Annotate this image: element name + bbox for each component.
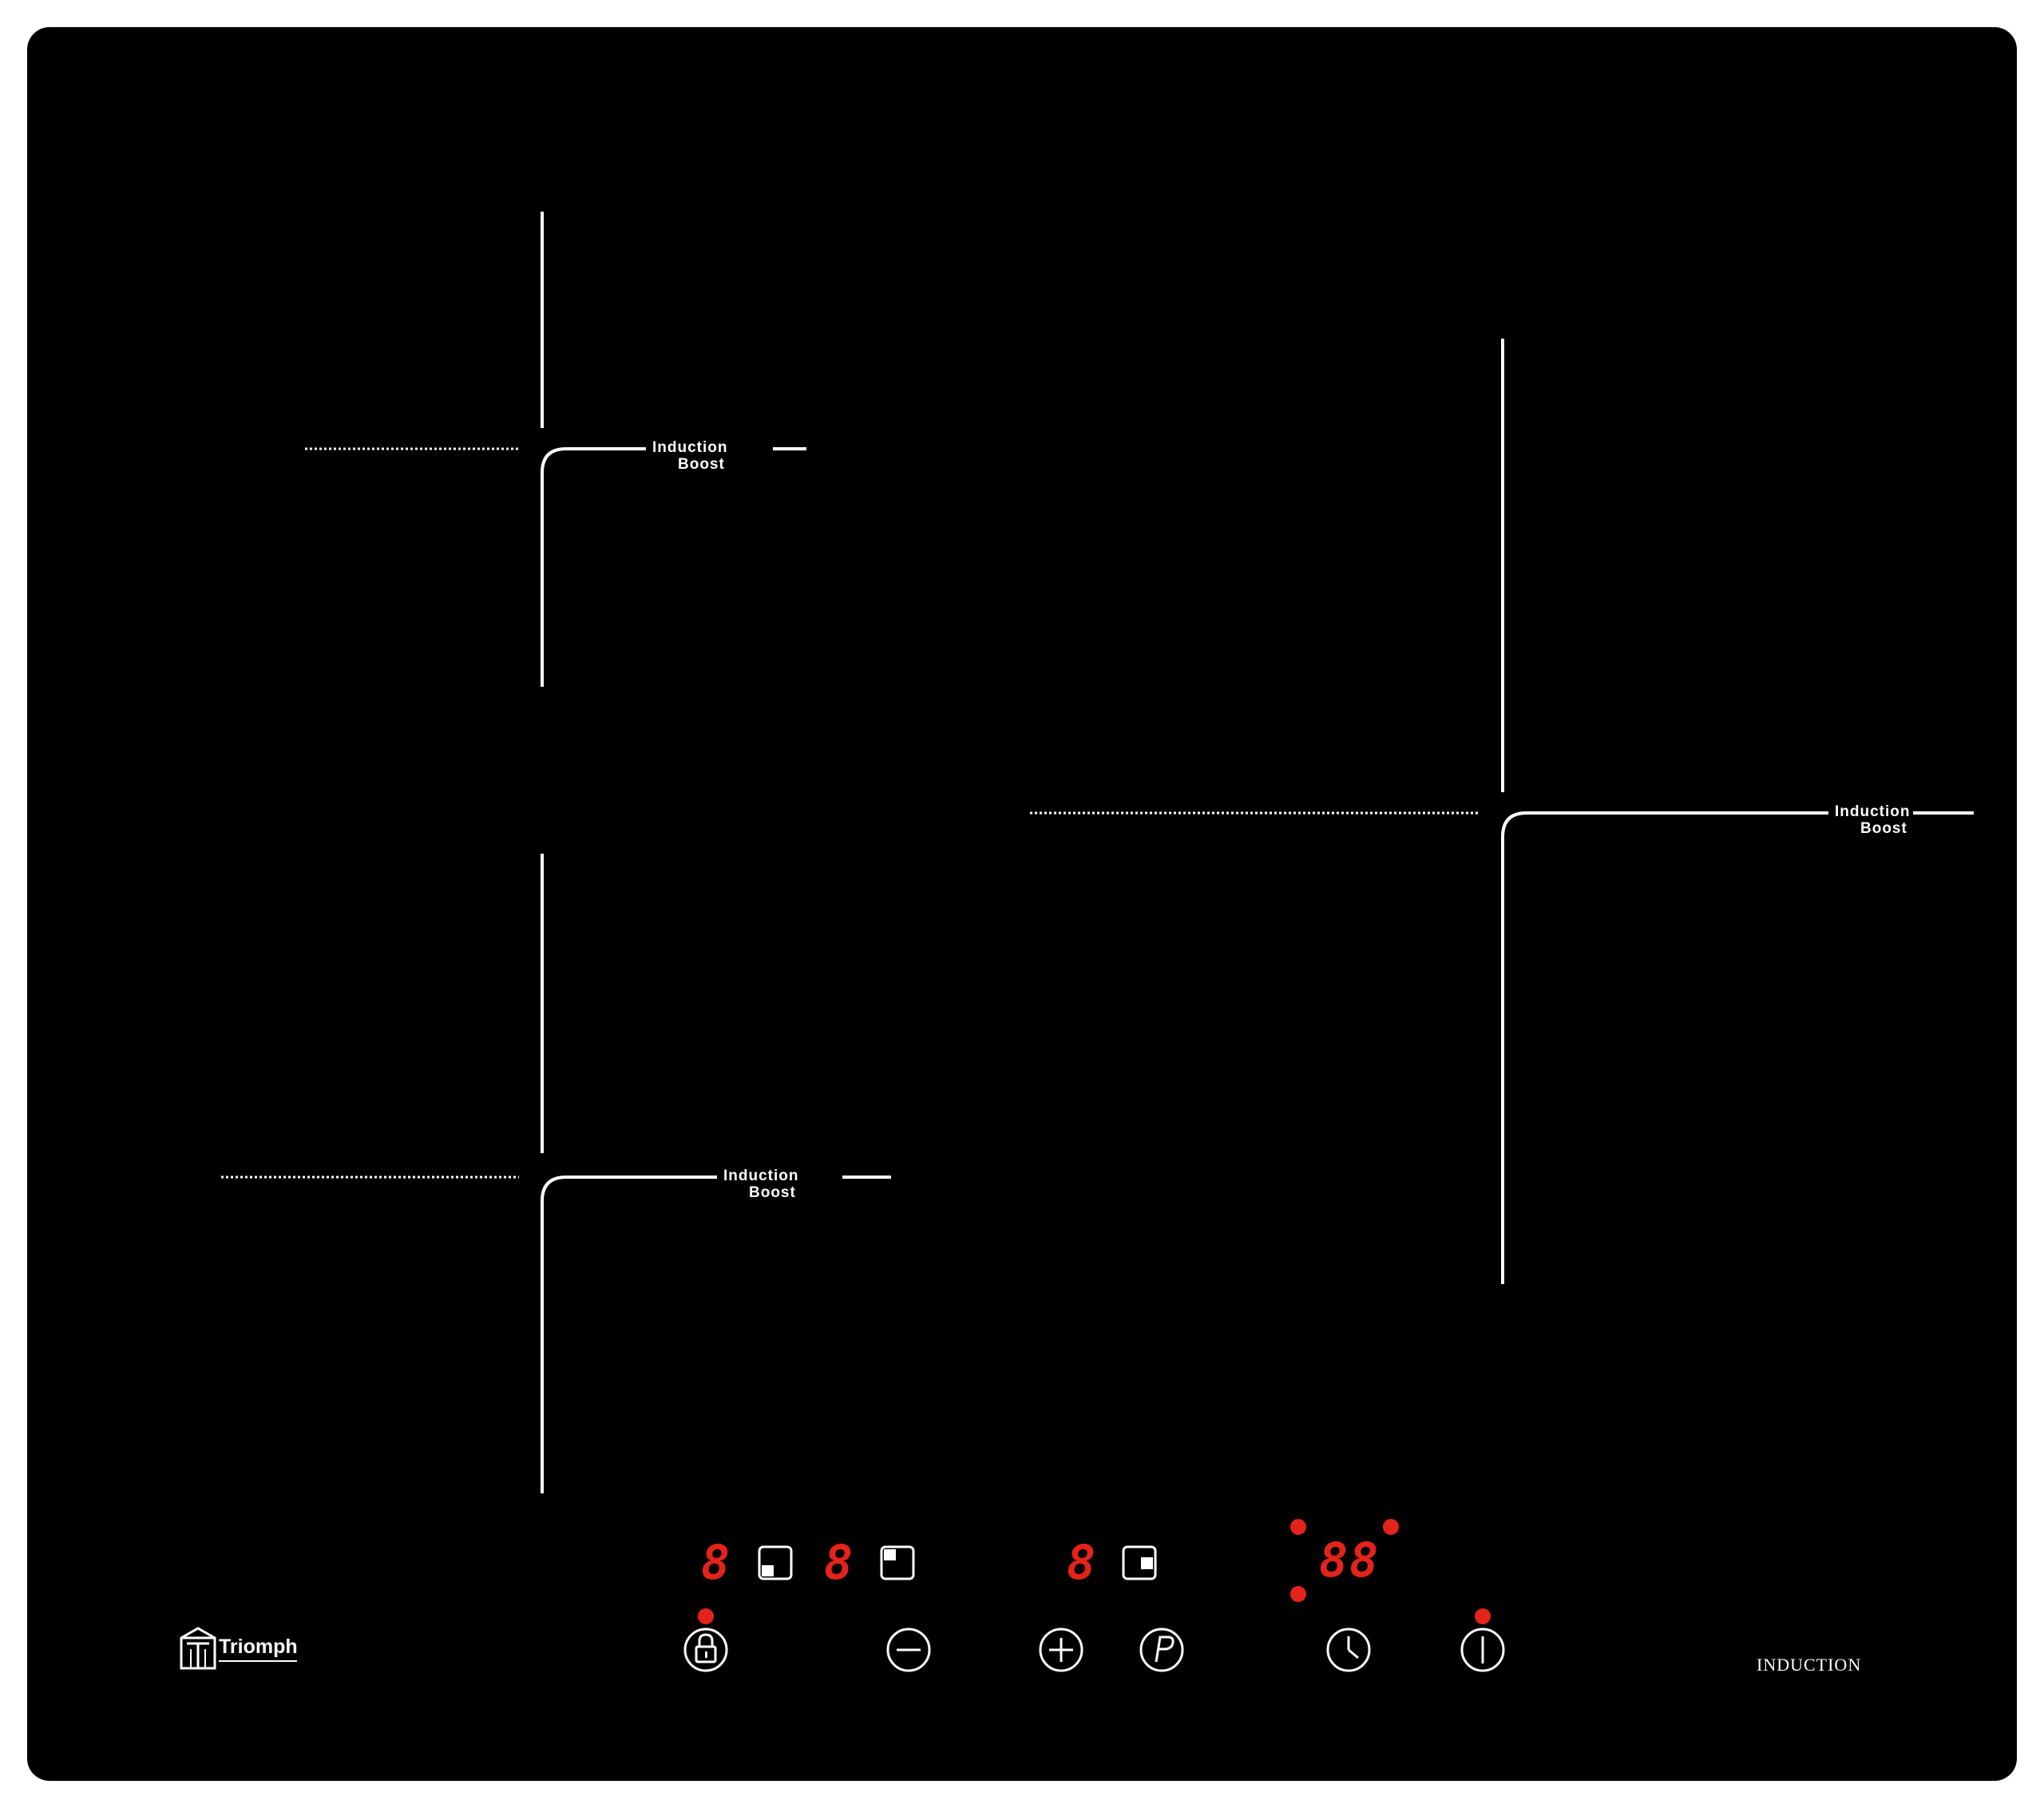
power-indicator-dot <box>1475 1608 1491 1624</box>
zone-front-left-corner <box>541 1176 717 1493</box>
plus-button[interactable] <box>1039 1628 1083 1672</box>
zone-front-left-label-line2: Boost <box>749 1184 796 1201</box>
cooktop-panel: Induction Boost Induction Boost Inductio… <box>27 27 2017 1781</box>
zone-right-label-line1: Induction <box>1835 803 1911 820</box>
clock-icon <box>1347 1636 1359 1659</box>
p-button[interactable] <box>1139 1628 1184 1672</box>
brand-name: Triomph <box>219 1636 298 1658</box>
p-icon <box>1155 1636 1175 1663</box>
zone-right-label-line2: Boost <box>1860 820 1907 837</box>
timer-indicator-dot <box>1290 1586 1306 1602</box>
zone-right-indicator-icon <box>1122 1545 1157 1580</box>
timer-indicator-dot <box>1290 1519 1306 1535</box>
zone-right-marking <box>1030 339 1974 1284</box>
timer-display: 88 <box>1319 1532 1380 1588</box>
zone-front-left-indicator-icon <box>758 1545 793 1580</box>
minus-button[interactable] <box>886 1628 931 1672</box>
zone-rear-left-label-line2: Boost <box>678 456 725 473</box>
zone-rear-left-label: Induction Boost <box>652 439 727 473</box>
zone-rear-left-marking <box>305 212 806 687</box>
zone-front-left-label-line1: Induction <box>723 1168 799 1184</box>
lock-button[interactable] <box>683 1628 728 1672</box>
zone-right-label: Induction Boost <box>1835 803 1910 837</box>
zone-front-left-label: Induction Boost <box>723 1168 798 1201</box>
zone-rear-left-indicator-icon <box>880 1545 915 1580</box>
timer-indicator-dot <box>1383 1519 1399 1535</box>
lock-indicator-dot <box>698 1608 714 1624</box>
power-button[interactable] <box>1460 1628 1505 1672</box>
triomph-logo-icon <box>180 1627 216 1670</box>
padlock-icon <box>695 1633 717 1663</box>
zone-rear-left-corner <box>541 447 646 687</box>
zone-rear-left-label-line1: Induction <box>652 439 728 456</box>
zone-rear-left-level-display: 8 <box>824 1535 855 1591</box>
timer-button[interactable] <box>1326 1628 1371 1672</box>
zone-front-left-marking <box>221 854 891 1493</box>
zone-front-left-level-display: 8 <box>701 1535 732 1591</box>
zone-right-level-display: 8 <box>1067 1535 1098 1591</box>
cooktop-type-label: INDUCTION <box>1757 1655 1862 1675</box>
zone-markings <box>180 212 1974 1672</box>
plus-icon <box>1049 1638 1073 1662</box>
zone-right-corner <box>1501 811 1828 1284</box>
